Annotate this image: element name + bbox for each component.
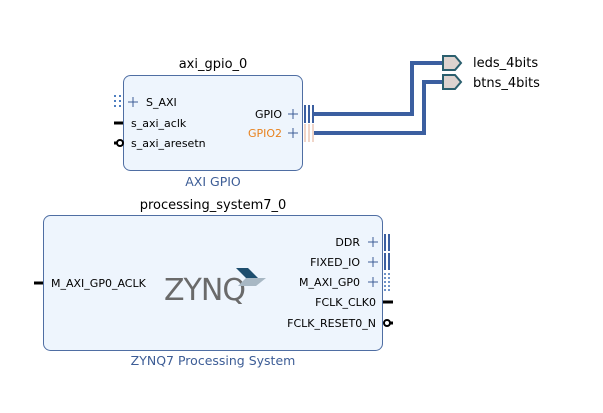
- pin-s-axi[interactable]: S_AXI: [114, 95, 177, 109]
- expand-plus-icon[interactable]: [368, 237, 378, 247]
- expand-plus-icon[interactable]: [288, 128, 298, 138]
- pin-ddr[interactable]: DDR: [335, 234, 390, 251]
- pin-label: M_AXI_GP0_ACLK: [51, 277, 147, 290]
- external-port-label: leds_4bits: [473, 56, 538, 71]
- zynq-logo-mark-dark-icon: [236, 268, 258, 278]
- net-gpio2-btns[interactable]: [313, 80, 443, 135]
- interface-connector-icon: [384, 234, 390, 251]
- block-body[interactable]: [123, 75, 303, 171]
- interface-connector-icon: [304, 105, 314, 123]
- expand-plus-icon[interactable]: [368, 257, 378, 267]
- interface-connector-icon: [304, 124, 314, 142]
- expand-plus-icon[interactable]: [128, 97, 138, 107]
- pin-fclk-reset0-n[interactable]: FCLK_RESET0_N: [287, 317, 393, 330]
- external-port-btns[interactable]: btns_4bits: [442, 74, 540, 91]
- pin-gpio2[interactable]: GPIO2: [248, 124, 314, 142]
- instance-name: axi_gpio_0: [179, 57, 248, 72]
- pin-label: FCLK_RESET0_N: [287, 317, 376, 330]
- pin-fixed-io[interactable]: FIXED_IO: [310, 253, 390, 270]
- pin-gpio[interactable]: GPIO: [255, 105, 314, 123]
- port-shape-icon: [442, 55, 463, 71]
- ip-type-label: ZYNQ7 Processing System: [131, 353, 296, 368]
- pin-label: M_AXI_GP0: [299, 276, 360, 289]
- zynq-logo-mark-light-icon: [238, 278, 266, 286]
- ps7-block[interactable]: processing_system7_0 ZYNQ7 Processing Sy…: [34, 198, 393, 368]
- block-body[interactable]: [43, 215, 383, 351]
- expand-plus-icon[interactable]: [288, 109, 298, 119]
- pin-label: S_AXI: [146, 96, 177, 109]
- pin-label: DDR: [335, 236, 360, 249]
- external-port-label: btns_4bits: [473, 76, 540, 91]
- port-shape-icon: [442, 74, 463, 90]
- active-low-reset-icon: [114, 139, 124, 147]
- pin-label: GPIO: [255, 108, 282, 121]
- axi-gpio-block[interactable]: axi_gpio_0 AXI GPIO S_AXI s_axi_aclk: [114, 57, 314, 189]
- net-gpio-leds[interactable]: [313, 61, 443, 116]
- interface-connector-icon: [384, 253, 390, 270]
- external-port-leds[interactable]: leds_4bits: [442, 55, 538, 71]
- instance-name: processing_system7_0: [140, 198, 287, 213]
- pin-fclk-clk0[interactable]: FCLK_CLK0: [315, 296, 393, 309]
- pin-label: FIXED_IO: [310, 256, 360, 269]
- interface-master-connector-icon: [384, 273, 390, 291]
- pin-label: s_axi_aresetn: [131, 137, 206, 150]
- nets: [313, 61, 443, 135]
- ip-type-label: AXI GPIO: [185, 174, 241, 189]
- expand-plus-icon[interactable]: [368, 277, 378, 287]
- pin-m-axi-gp0-aclk[interactable]: M_AXI_GP0_ACLK: [34, 277, 147, 290]
- pin-s-axi-aresetn[interactable]: s_axi_aresetn: [114, 137, 206, 150]
- active-low-reset-icon: [383, 319, 393, 327]
- pin-label: s_axi_aclk: [131, 117, 187, 130]
- pin-label: GPIO2: [248, 127, 282, 140]
- pin-m-axi-gp0[interactable]: M_AXI_GP0: [299, 273, 390, 291]
- pin-s-axi-aclk[interactable]: s_axi_aclk: [114, 117, 187, 130]
- zynq-logo-text: ZYNQ: [164, 273, 245, 308]
- zynq-logo: ZYNQ: [164, 268, 266, 308]
- interface-slave-connector-icon: [114, 95, 121, 107]
- pin-label: FCLK_CLK0: [315, 296, 376, 309]
